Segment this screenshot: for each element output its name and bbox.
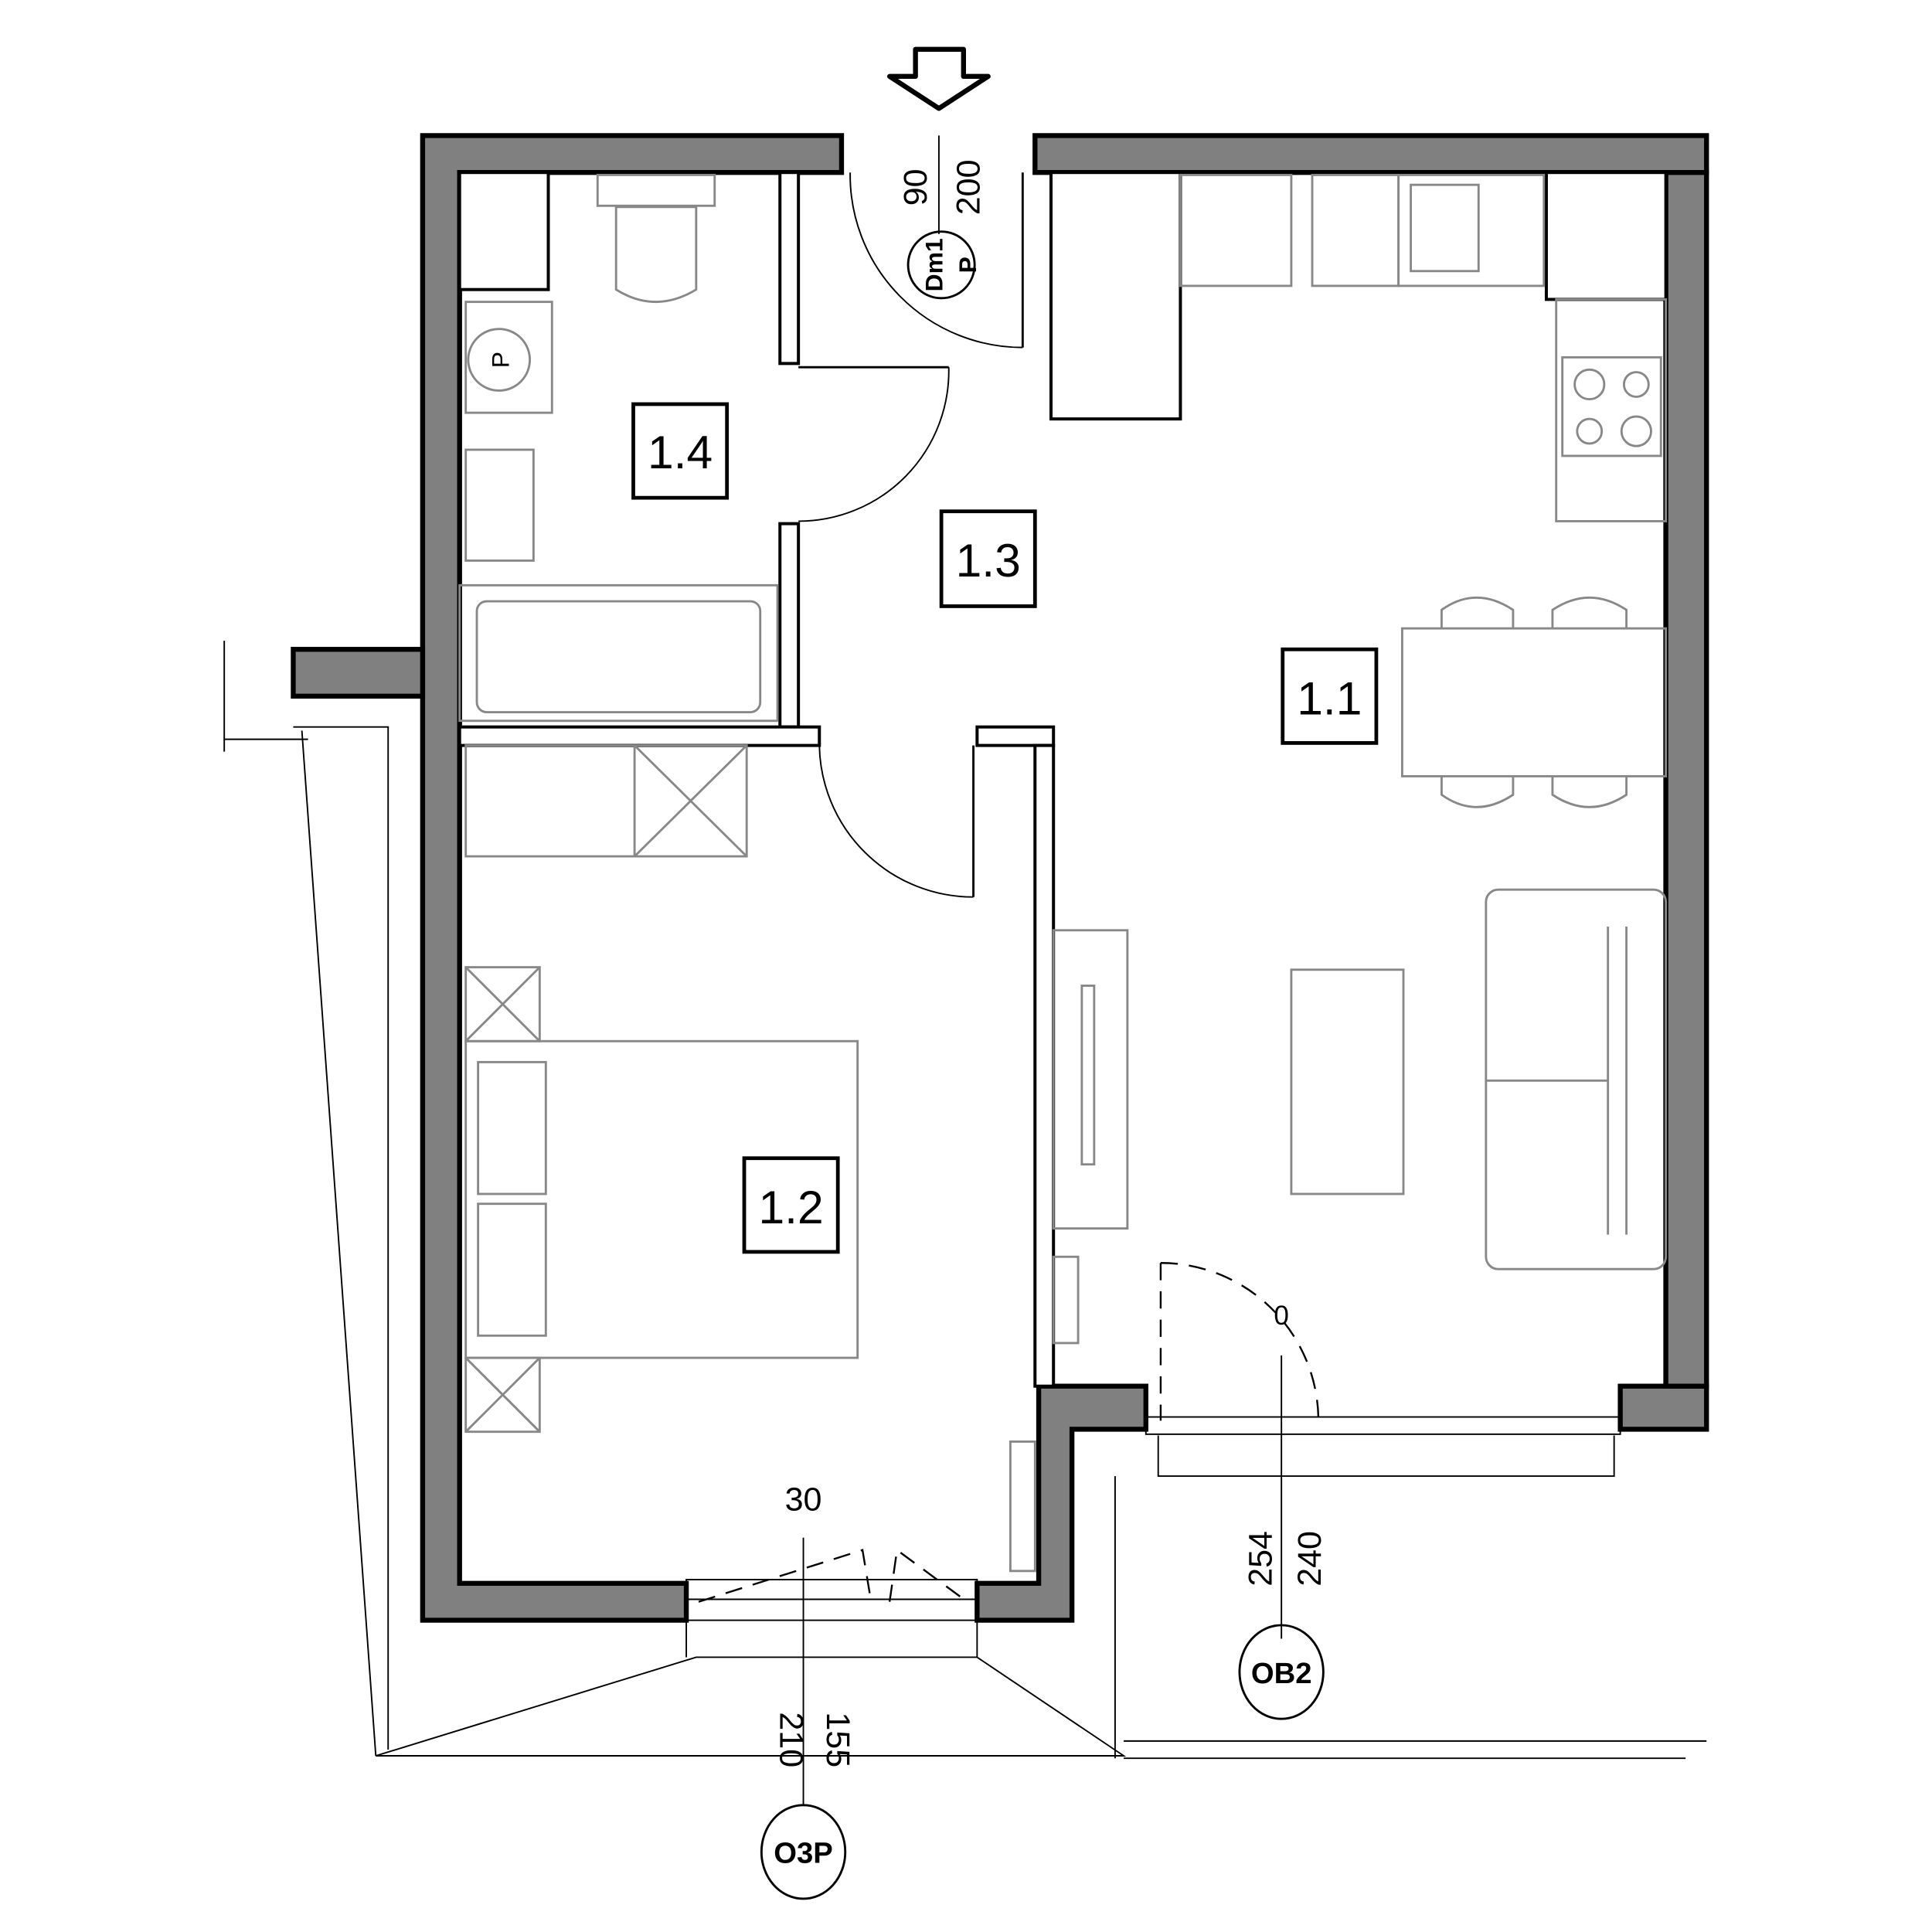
svg-text:1.1: 1.1 [1297,672,1362,725]
window-tag-circle [760,1804,847,1900]
room-label-1-1: 1.1 [1281,647,1379,745]
svg-text:1.2: 1.2 [758,1181,823,1233]
balcony-door-height: 240 [1291,1531,1328,1587]
entrance-arrow-icon [886,46,991,111]
balcony-door-code: OB2 [1251,1657,1312,1690]
windows [223,641,1707,1760]
door-code: Dm1 [920,238,948,291]
door-width: 90 [897,168,934,206]
interior-partitions [457,171,1668,1388]
door-sub: P [954,257,981,273]
window-top-dim: 30 [785,1481,822,1519]
balcony-door-tag-circle [1238,1624,1325,1720]
balcony-door-mark: 0 [1274,1301,1289,1331]
door-tag-circle [906,230,976,300]
washing-machine-label: P [486,352,514,368]
doors [798,172,1320,1421]
room-label-1-4: 1.4 [631,402,730,500]
washing-machine-icon [467,328,532,392]
svg-text:1.3: 1.3 [956,534,1021,587]
balcony-door-width: 254 [1242,1531,1279,1587]
svg-text:1.4: 1.4 [648,426,713,478]
furniture [458,173,1668,1573]
right-wall [1663,170,1709,1389]
window-code: O3P [774,1837,833,1870]
door-height: 200 [951,159,988,215]
window-width: 155 [819,1712,856,1767]
window-height: 210 [772,1712,809,1767]
room-label-1-2: 1.2 [742,1156,840,1254]
room-label-1-3: 1.3 [939,509,1037,608]
